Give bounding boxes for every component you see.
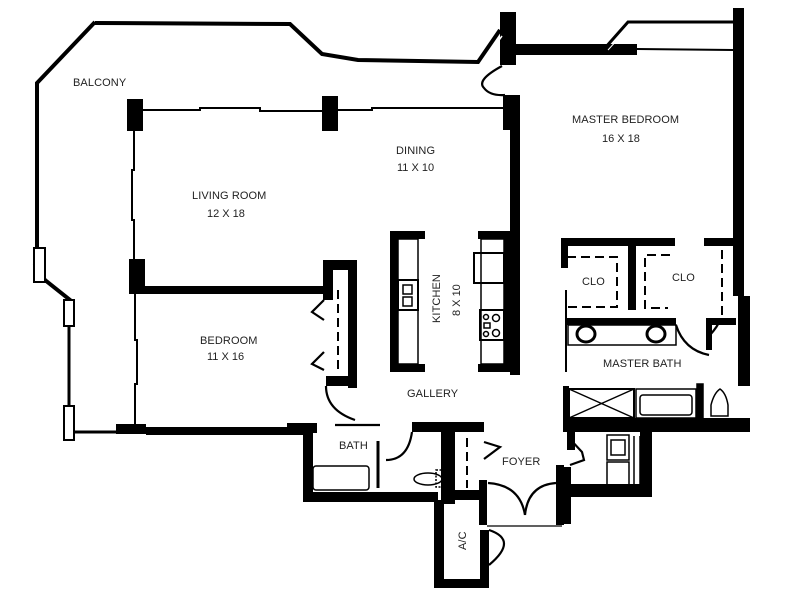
room-label-dining: DINING [396, 145, 436, 157]
closet-rods [337, 250, 723, 488]
room-label-master-bath: MASTER BATH [603, 358, 682, 370]
exterior-walls [116, 8, 750, 588]
fixtures [312, 238, 729, 491]
room-label-ac: A/C [457, 531, 469, 550]
room-label-foyer: FOYER [502, 456, 541, 468]
windows-and-thin-walls [32, 20, 734, 441]
room-label-bath: BATH [339, 440, 368, 452]
room-dimensions-kitchen: 8 X 10 [451, 284, 463, 316]
room-label-master-bedroom: MASTER BEDROOM [572, 114, 680, 126]
room-dimensions-dining: 11 X 10 [397, 162, 435, 174]
doors [310, 65, 722, 566]
room-dimensions-bedroom: 11 X 16 [207, 351, 245, 363]
room-label-living-room: LIVING ROOM [192, 190, 267, 202]
room-label-bedroom: BEDROOM [200, 335, 258, 347]
room-label-gallery: GALLERY [407, 388, 459, 400]
room-dimensions-living-room: 12 X 18 [207, 208, 245, 220]
room-label-closet-1: CLO [582, 276, 605, 288]
room-dimensions-master-bedroom: 16 X 18 [602, 133, 640, 145]
room-label-kitchen: KITCHEN [431, 274, 443, 323]
room-label-closet-2: CLO [672, 272, 695, 284]
room-label-balcony: BALCONY [73, 77, 127, 89]
